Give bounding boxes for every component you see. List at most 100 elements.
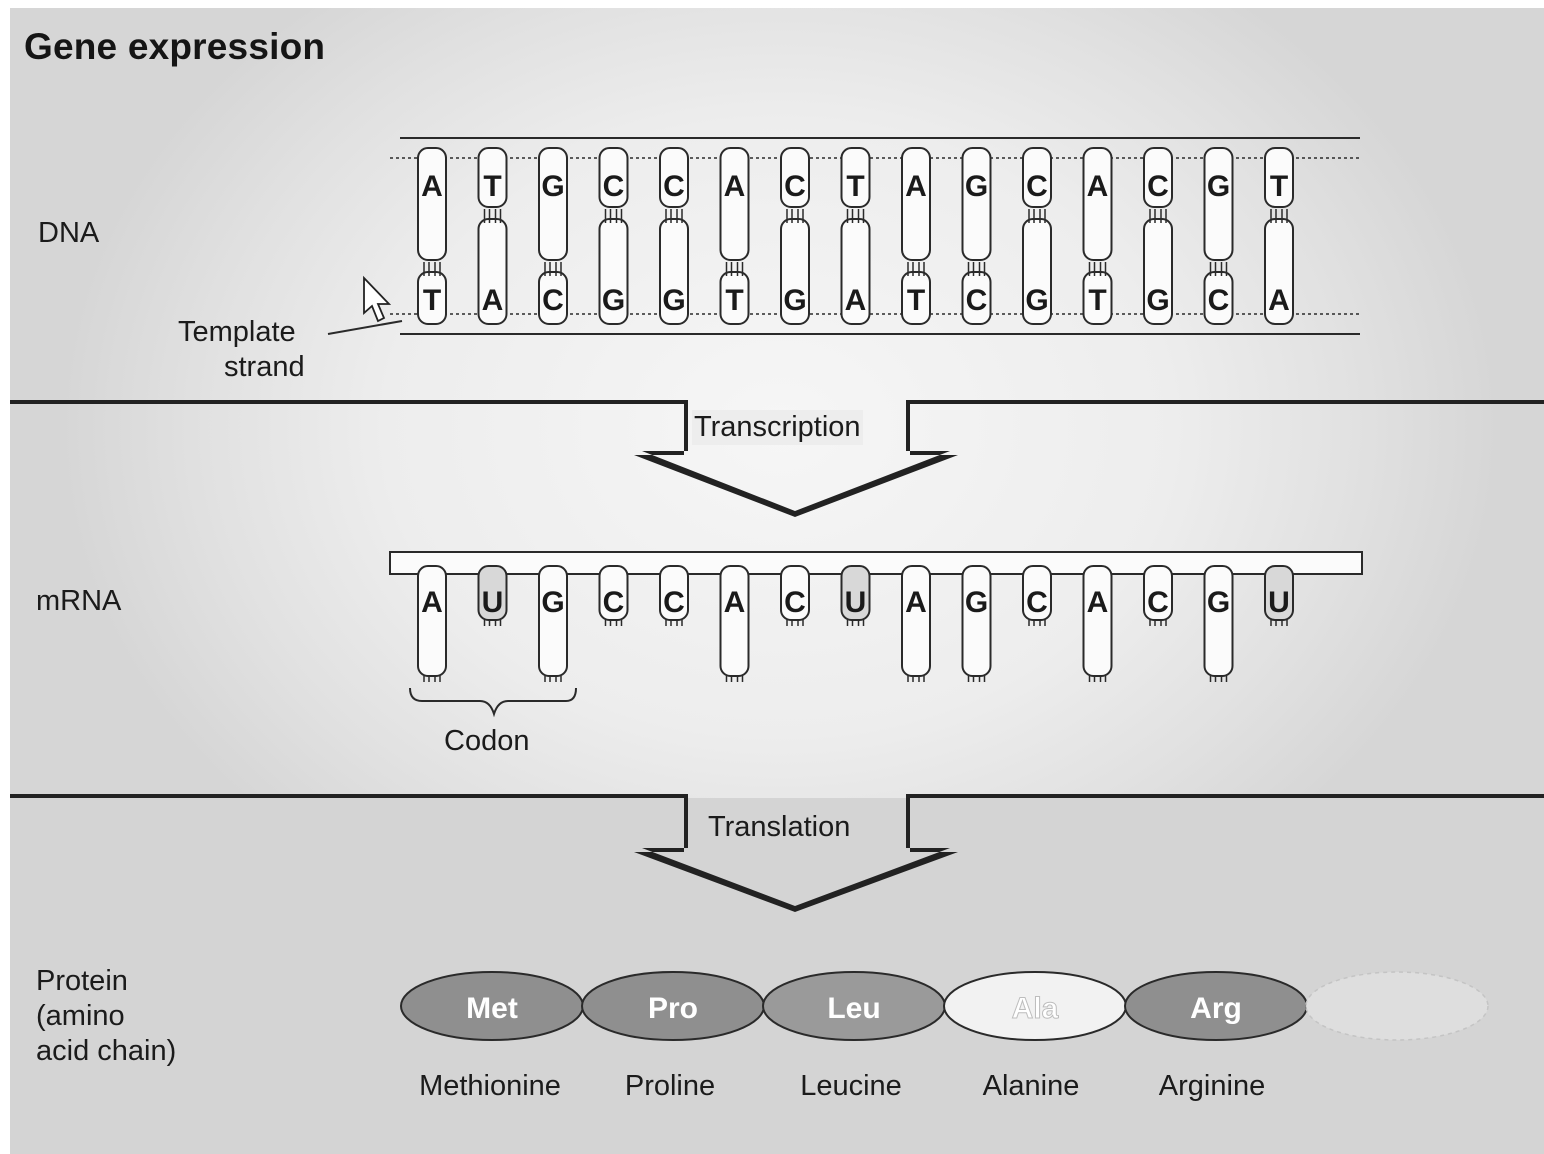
dna-top-base-letter: G: [965, 170, 988, 203]
dna-base-pair: CG: [598, 147, 629, 325]
dna-template-base-block: [901, 271, 931, 325]
dna-template-base-block: [961, 271, 992, 325]
dna-top-base-letter: C: [603, 170, 625, 203]
dna-template-base-block: [780, 218, 810, 325]
protein-label-line2: (amino: [36, 1000, 125, 1032]
hydrogen-bond: [483, 209, 502, 223]
dna-top-base-block: [901, 147, 931, 261]
dna-top-base-block: [1203, 147, 1234, 261]
dna-top-base-letter: C: [784, 170, 806, 203]
codon-label: Codon: [444, 725, 530, 757]
amino-acid: Ala: [943, 971, 1127, 1041]
dna-top-base-block: [780, 147, 810, 208]
dna-template-base-letter: A: [482, 284, 504, 317]
mrna-base-letter: C: [1147, 586, 1169, 619]
amino-acid-name: Proline: [624, 1070, 716, 1102]
mrna-binding-site: [1209, 676, 1228, 682]
dna-top-base-letter: T: [483, 170, 501, 203]
dna-top-base-letter: T: [1270, 170, 1288, 203]
mrna-base-letter: G: [541, 586, 564, 619]
dna-template-base-letter: C: [542, 284, 564, 317]
mrna-base-letter: U: [1268, 586, 1290, 619]
mrna-base: C: [659, 565, 689, 626]
hydrogen-bond: [1088, 262, 1107, 276]
dna-template-base-block: [1022, 218, 1052, 325]
amino-acid: Leu: [762, 971, 946, 1041]
hydrogen-bond: [665, 209, 683, 223]
dna-template-base-letter: G: [602, 284, 625, 317]
mrna-base: C: [1022, 565, 1052, 626]
mrna-binding-site: [907, 676, 925, 682]
dna-template-base-block: [477, 218, 508, 325]
mrna-base-block: [417, 565, 447, 677]
dna-template-base-letter: T: [725, 284, 743, 317]
mrna-binding-site: [846, 620, 865, 626]
dna-template-base-letter: C: [966, 284, 988, 317]
dna-template-base-letter: A: [1268, 284, 1290, 317]
dna-template-base-block: [538, 271, 568, 325]
protein-label-line3: acid chain): [36, 1035, 177, 1067]
mrna-base-block: [1082, 565, 1113, 677]
dna-top-base-letter: C: [1147, 170, 1169, 203]
mrna-base-letter: A: [905, 586, 927, 619]
dna-base-pair: GC: [538, 147, 568, 325]
dna-template-base-letter: A: [845, 284, 867, 317]
dna-template-base-letter: T: [423, 284, 441, 317]
hydrogen-bond: [725, 262, 744, 276]
mrna-base-block: [1264, 565, 1294, 621]
hydrogen-bond: [1270, 209, 1288, 223]
dna-template-base-letter: T: [1088, 284, 1106, 317]
mrna-base-block: [719, 565, 750, 677]
dna-top-base-block: [719, 147, 750, 261]
dna-top-base-block: [417, 147, 447, 261]
dna-template-base-letter: G: [1146, 284, 1169, 317]
mrna-base-letter: A: [1087, 586, 1109, 619]
mrna-base-block: [1143, 565, 1173, 621]
amino-acid-abbreviation: Ala: [1012, 992, 1059, 1025]
dna-template-base-block: [840, 218, 871, 325]
dna-top-base-block: [1264, 147, 1294, 208]
dna-top-base-letter: G: [1207, 170, 1230, 203]
mrna-base: G: [1203, 565, 1234, 682]
dna-top-base-block: [1143, 147, 1173, 208]
dna-base-pair: AT: [1082, 147, 1113, 325]
mrna-base-block: [659, 565, 689, 621]
amino-acid-name: Methionine: [419, 1070, 561, 1102]
hydrogen-bond: [786, 209, 804, 223]
mrna-backbone: [389, 551, 1363, 575]
template-strand-label-line2: strand: [224, 351, 305, 383]
dna-top-base-letter: T: [846, 170, 864, 203]
dna-base-pair: CG: [780, 147, 810, 325]
mrna-base-letter: C: [663, 586, 685, 619]
page-title: Gene expression: [24, 26, 326, 67]
mrna-base-block: [538, 565, 568, 677]
protein-section-band: [10, 798, 1544, 1154]
mrna-base-letter: C: [1026, 586, 1048, 619]
dna-base-pair: TA: [1264, 147, 1294, 325]
dna-top-base-letter: A: [421, 170, 443, 203]
mrna-binding-site: [1028, 620, 1046, 626]
dna-top-base-block: [961, 147, 992, 261]
dna-template-base-letter: G: [1025, 284, 1048, 317]
mrna-section: [10, 402, 1544, 798]
amino-acid: Pro: [581, 971, 765, 1041]
dna-template-base-block: [659, 218, 689, 325]
mrna-base-letter: C: [603, 586, 625, 619]
mrna-base-block: [961, 565, 992, 677]
mrna-binding-site: [423, 676, 441, 682]
mrna-binding-site: [1270, 620, 1288, 626]
amino-acid: Met: [400, 971, 584, 1041]
dna-template-base-block: [1264, 218, 1294, 325]
dna-base-pair: AT: [417, 147, 447, 325]
mrna-base: G: [538, 565, 568, 682]
mrna-binding-site: [483, 620, 502, 626]
hydrogen-bond: [423, 262, 441, 276]
dna-template-base-letter: G: [662, 284, 685, 317]
mrna-base-letter: A: [724, 586, 746, 619]
mrna-base: C: [598, 565, 629, 626]
mrna-base-block: [477, 565, 508, 621]
